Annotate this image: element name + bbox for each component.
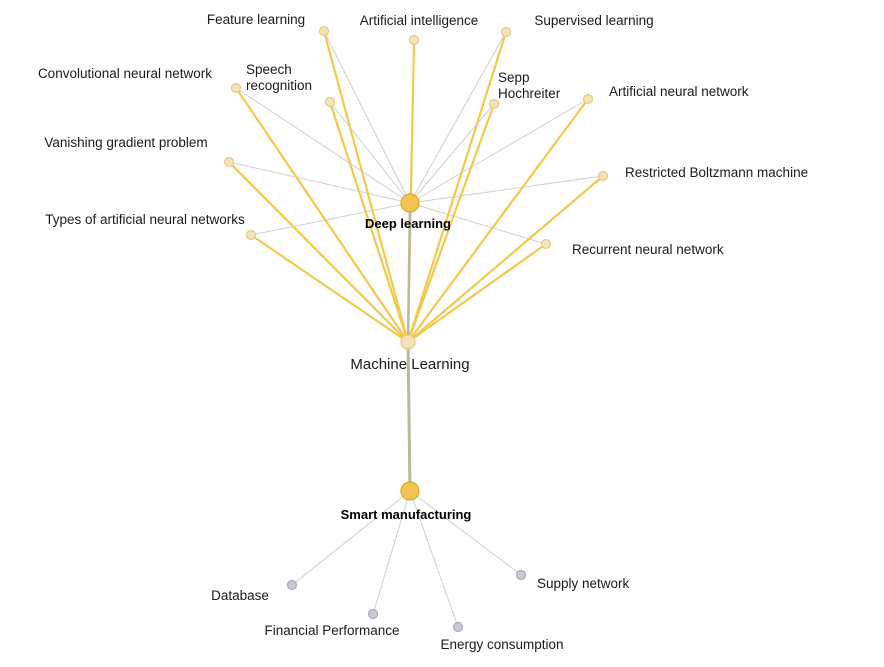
label-speech-recognition-line: recognition [246,78,312,93]
label-recurrent-neural-network-line: Recurrent neural network [572,242,724,257]
edge-deep-sepp-hochreiter [409,103,495,204]
graph-edges [227,29,605,628]
label-artificial-neural-network-line: Artificial neural network [609,84,749,99]
edge-deep-convolutional-neural-network [235,87,411,204]
node-feature-learning[interactable] [318,25,330,37]
label-artificial-intelligence: Artificial intelligence [360,13,479,28]
label-restricted-boltzmann-machine-line: Restricted Boltzmann machine [625,165,808,180]
node-energy-consumption[interactable] [452,621,464,633]
node-speech-recognition[interactable] [324,96,336,108]
label-recurrent-neural-network: Recurrent neural network [572,242,724,257]
edge-deep-speech-recognition [329,101,411,204]
label-feature-learning-line: Feature learning [207,12,305,27]
node-smart-manufacturing[interactable] [400,481,420,501]
label-financial-performance: Financial Performance [264,623,399,638]
graph-nodes [223,25,609,633]
node-recurrent-neural-network[interactable] [540,238,552,250]
node-convolutional-neural-network[interactable] [230,82,242,94]
node-types-of-artificial-neural-networks[interactable] [245,229,257,241]
edge-deep-feature-learning [323,30,411,204]
edge-ml-artificial-neural-network [406,97,590,344]
edge-ml-supervised-learning [406,30,508,344]
label-convolutional-neural-network: Convolutional neural network [38,66,212,81]
node-sepp-hochreiter[interactable] [488,98,500,110]
label-speech-recognition-line: Speech [246,62,292,77]
edge-deep-recurrent-neural-network [409,202,547,245]
label-convolutional-neural-network-line: Convolutional neural network [38,66,212,81]
edge-ml-recurrent-neural-network [406,242,548,344]
label-sepp-hochreiter-line: Hochreiter [498,86,561,101]
edge-deep-restricted-boltzmann-machine [409,175,604,204]
hub-label-smart-manufacturing: Smart manufacturing [341,507,472,522]
node-deep-learning[interactable] [400,193,420,213]
label-feature-learning: Feature learning [207,12,305,27]
edge-ml-sepp-hochreiter [406,102,496,344]
edge-sm-financial-performance [372,490,411,615]
node-financial-performance[interactable] [367,608,379,620]
label-supply-network: Supply network [537,576,630,591]
label-financial-performance-line: Financial Performance [264,623,399,638]
label-energy-consumption-line: Energy consumption [440,637,563,652]
node-supply-network[interactable] [515,569,527,581]
label-database: Database [211,588,269,603]
node-artificial-intelligence[interactable] [408,34,420,46]
node-artificial-neural-network[interactable] [582,93,594,105]
edge-ml-smart [406,340,412,493]
label-supply-network-line: Supply network [537,576,630,591]
node-supervised-learning[interactable] [500,26,512,38]
edge-deep-artificial-neural-network [409,98,589,204]
edge-ml-convolutional-neural-network [234,86,410,344]
node-database[interactable] [286,579,298,591]
label-supervised-learning: Supervised learning [534,13,653,28]
label-vanishing-gradient-problem-line: Vanishing gradient problem [44,135,207,150]
label-vanishing-gradient-problem: Vanishing gradient problem [44,135,207,150]
edge-sm-energy-consumption [409,490,459,628]
label-artificial-neural-network: Artificial neural network [609,84,749,99]
edge-ml-deep [406,201,412,344]
edge-deep-supervised-learning [409,31,507,204]
label-types-of-artificial-neural-networks: Types of artificial neural networks [45,212,245,227]
edge-deep-vanishing-gradient-problem [228,161,411,204]
edge-ml-types-of-artificial-neural-networks [249,233,410,344]
label-restricted-boltzmann-machine: Restricted Boltzmann machine [625,165,808,180]
edge-sm-database [291,490,411,586]
label-energy-consumption: Energy consumption [440,637,563,652]
edge-ml-vanishing-gradient-problem [227,160,410,344]
label-database-line: Database [211,588,269,603]
edge-ml-speech-recognition [328,100,410,344]
hub-label-deep-learning: Deep learning [365,216,451,231]
label-sepp-hochreiter-line: Sepp [498,70,530,85]
node-vanishing-gradient-problem[interactable] [223,156,235,168]
node-restricted-boltzmann-machine[interactable] [597,170,609,182]
edge-sm-supply-network [409,490,522,576]
node-machine-learning[interactable] [400,334,416,350]
edge-deep-types-of-artificial-neural-networks [250,202,411,236]
hub-label-machine-learning: Machine Learning [350,356,469,373]
edge-ml-restricted-boltzmann-machine [406,174,605,344]
label-types-of-artificial-neural-networks-line: Types of artificial neural networks [45,212,245,227]
label-artificial-intelligence-line: Artificial intelligence [360,13,479,28]
label-supervised-learning-line: Supervised learning [534,13,653,28]
edge-ml-feature-learning [322,29,410,344]
